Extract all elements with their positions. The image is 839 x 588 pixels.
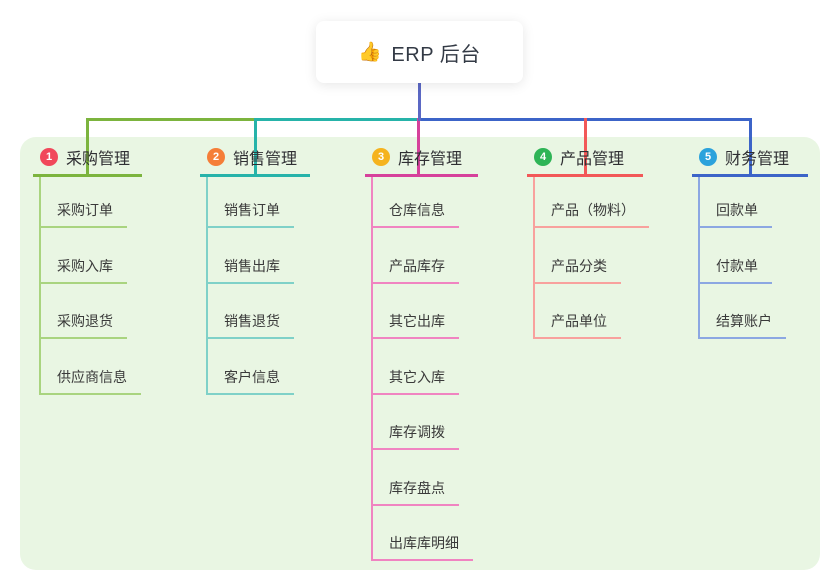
child-node-label[interactable]: 采购入库 [41,256,127,284]
connector-drop-1 [86,118,89,177]
branch-title[interactable]: 5 财务管理 [692,146,808,177]
branch-node-5: 5 财务管理 回款单 付款单 结算账户 [692,146,808,339]
branch-title[interactable]: 3 库存管理 [365,146,478,177]
child-node-label[interactable]: 客户信息 [208,367,294,395]
connector-bus-segment [253,118,421,121]
branch-title-label: 库存管理 [398,151,463,168]
child-row: 销售出库 [208,228,294,284]
child-node-label[interactable]: 库存调拨 [373,422,459,450]
branch-children: 采购订单 采购入库 采购退货 供应商信息 [39,177,141,395]
child-node-label[interactable]: 销售订单 [208,200,294,228]
branch-children: 回款单 付款单 结算账户 [698,177,786,339]
branch-node-1: 1 采购管理 采购订单 采购入库 采购退货 供应商信息 [33,146,142,395]
child-row: 采购订单 [41,177,141,228]
child-row: 库存调拨 [373,395,473,450]
branch-children: 产品（物料） 产品分类 产品单位 [533,177,649,339]
root-node-label: ERP 后台 [391,43,481,66]
child-node-label[interactable]: 产品（物料） [535,200,649,228]
child-node-label[interactable]: 结算账户 [700,311,786,339]
branch-number-badge: 1 [40,148,58,166]
branch-title-label: 财务管理 [725,151,790,168]
child-node-label[interactable]: 产品分类 [535,256,621,284]
root-node[interactable]: 👍 ERP 后台 [316,21,523,83]
child-row: 产品库存 [373,228,473,284]
branch-title-label: 销售管理 [233,151,298,168]
child-row: 其它入库 [373,339,473,395]
child-row: 供应商信息 [41,339,141,395]
branch-title[interactable]: 2 销售管理 [200,146,310,177]
branch-title-label: 产品管理 [560,151,625,168]
child-node-label[interactable]: 仓库信息 [373,200,459,228]
branch-title[interactable]: 4 产品管理 [527,146,643,177]
branch-number-badge: 2 [207,148,225,166]
child-node-label[interactable]: 库存盘点 [373,478,459,506]
root-connector-line [418,83,421,121]
branch-children: 销售订单 销售出库 销售退货 客户信息 [206,177,294,395]
child-node-label[interactable]: 采购退货 [41,311,127,339]
branch-number-badge: 5 [699,148,717,166]
child-row: 其它出库 [373,284,473,339]
branch-title-label: 采购管理 [66,151,131,168]
child-row: 产品单位 [535,284,649,339]
child-row: 采购退货 [41,284,141,339]
connector-drop-3 [417,118,420,177]
child-row: 结算账户 [700,284,786,339]
branch-title[interactable]: 1 采购管理 [33,146,142,177]
branch-node-3: 3 库存管理 仓库信息 产品库存 其它出库 其它入库 库存调拨 库存盘点 出库库… [365,146,478,561]
child-row: 销售订单 [208,177,294,228]
child-node-label[interactable]: 供应商信息 [41,367,141,395]
child-node-label[interactable]: 其它入库 [373,367,459,395]
child-row: 回款单 [700,177,786,228]
child-row: 采购入库 [41,228,141,284]
child-node-label[interactable]: 其它出库 [373,311,459,339]
child-row: 产品分类 [535,228,649,284]
child-node-label[interactable]: 采购订单 [41,200,127,228]
child-node-label[interactable]: 付款单 [700,256,772,284]
child-row: 仓库信息 [373,177,473,228]
connector-bus-segment [87,118,257,121]
branch-number-badge: 4 [534,148,552,166]
branch-node-4: 4 产品管理 产品（物料） 产品分类 产品单位 [527,146,649,339]
connector-drop-4 [583,118,587,177]
child-node-label[interactable]: 出库库明细 [373,533,473,561]
child-row: 客户信息 [208,339,294,395]
child-node-label[interactable]: 销售出库 [208,256,294,284]
child-node-label[interactable]: 产品库存 [373,256,459,284]
thumbs-up-icon: 👍 [358,42,383,63]
branch-children: 仓库信息 产品库存 其它出库 其它入库 库存调拨 库存盘点 出库库明细 [371,177,473,561]
child-node-label[interactable]: 回款单 [700,200,772,228]
child-row: 付款单 [700,228,786,284]
child-row: 销售退货 [208,284,294,339]
child-node-label[interactable]: 产品单位 [535,311,621,339]
child-row: 库存盘点 [373,450,473,506]
connector-drop-5 [748,118,752,177]
child-row: 出库库明细 [373,506,473,561]
child-node-label[interactable]: 销售退货 [208,311,294,339]
child-row: 产品（物料） [535,177,649,228]
branch-number-badge: 3 [372,148,390,166]
branch-node-2: 2 销售管理 销售订单 销售出库 销售退货 客户信息 [200,146,310,395]
connector-drop-2 [253,118,257,177]
branches-panel [20,137,820,570]
